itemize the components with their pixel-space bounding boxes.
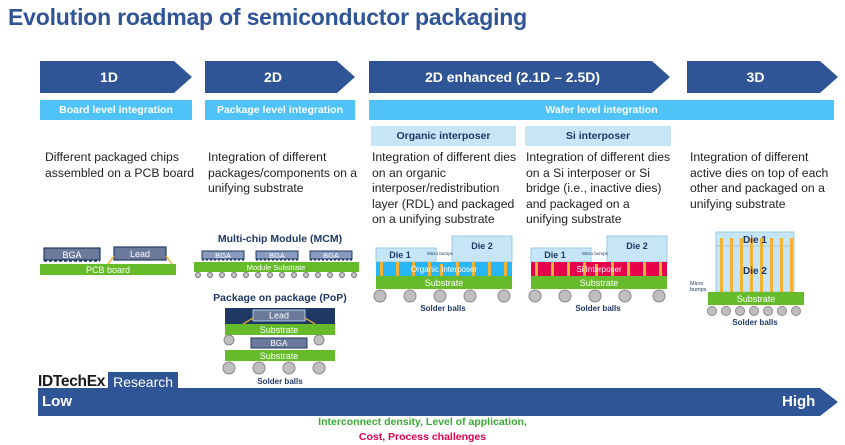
mcm-title: Multi-chip Module (MCM) [217,233,343,245]
description-2d: Integration of different packages/compon… [208,150,358,195]
organic-balls-label: Solder balls [420,304,466,313]
pcb-board [40,264,176,275]
si-interposer-bar: Si interposer [525,126,671,146]
mcm-chip-label-1: BGA [215,251,231,260]
3d-substrate [708,292,804,305]
logo-tag: Research [108,372,179,392]
board-level-bar: Board level integration [40,100,192,120]
si-die-2 [606,235,668,263]
stage-arrow-2d: 2D [205,61,355,93]
bga-label: BGA [62,250,81,260]
bga-chip [43,247,101,261]
description-1d: Different packaged chips assembled on a … [45,150,195,180]
axis-low-label: Low [42,393,72,410]
organic-interposer-bar: Organic interposer [371,126,516,146]
diagram-1d: BGA Lead PCB board [40,246,176,275]
logo-brand: IDTechEx [38,373,106,390]
3d-balls-label: Solder balls [732,318,778,327]
pop-bga-label: BGA [271,339,289,348]
si-substrate-label: Substrate [580,278,619,288]
organic-die-2 [451,235,513,263]
wafer-level-bar: Wafer level integration [369,100,834,120]
organic-substrate [376,276,512,289]
footer-line-1: Interconnect density, Level of applicati… [318,416,527,428]
pcb-label: PCB board [86,265,130,275]
description-si: Integration of different dies on a Si in… [526,150,671,226]
organic-substrate-label: Substrate [425,278,464,288]
pop-bga-chip [250,337,308,349]
pop-balls-label: Solder balls [257,377,303,386]
module-substrate [194,262,359,272]
description-3d: Integration of different active dies on … [690,150,829,211]
diagram-organic-interposer: Die 1 Die 2 Micro bumps Organic Interpos… [373,235,513,303]
diagram-si-interposer: Die 1 Die 2 Micro bumps Si Interposer Su… [528,235,668,303]
si-die-1-label: Die 1 [544,250,566,260]
si-substrate [531,276,667,289]
3d-bumps-label: Micro bumps [690,281,707,293]
organic-bumps-label: Micro bumps [427,251,454,256]
pop-substrate-label-2: Substrate [260,351,299,361]
si-interposer [531,262,667,276]
pop-substrate-label-1: Substrate [260,325,299,335]
progression-arrow [38,388,838,416]
stage-arrow-3d: 3D [687,61,838,93]
3d-die-2-label: Die 2 [743,266,767,277]
lead-label: Lead [130,249,150,259]
si-interposer-label: Si Interposer [576,265,622,274]
pop-lead-label: Lead [269,311,289,321]
idtechex-logo: IDTechEx Research [38,372,179,392]
organic-interposer-label: Organic Interposer [411,265,478,274]
organic-die-1-label: Die 1 [389,250,411,260]
page-title: Evolution roadmap of semiconductor packa… [8,4,527,30]
diagram-pop: Lead Substrate BGA Substrate [222,308,335,375]
lead-chip [113,246,167,261]
organic-interposer [376,262,512,276]
mcm-substrate-label: Module Substrate [247,263,306,272]
pop-bottom-substrate [225,350,335,361]
si-bumps-label: Micro bumps [582,251,609,256]
stage-arrow-2d-enhanced: 2D enhanced (2.1D – 2.5D) [369,61,670,93]
3d-die-1-label: Die 1 [743,235,767,246]
3d-substrate-label: Substrate [737,294,776,304]
stage-arrow-1d: 1D [40,61,192,93]
pop-top-substrate [225,324,335,335]
pop-title: Package on package (PoP) [213,292,347,304]
footer-line-2: Cost, Process challenges [358,431,487,443]
si-die-2-label: Die 2 [626,241,648,251]
mcm-chip-label-2: BGA [269,251,285,260]
axis-high-label: High [782,393,816,410]
diagram-3d: Die 1 Die 2 Substrate [707,231,804,316]
mcm-chip-label-3: BGA [323,251,339,260]
diagram-mcm: BGA BGA BGA Module Substrate [194,250,359,279]
package-level-bar: Package level integration [205,100,355,120]
organic-die-2-label: Die 2 [471,241,493,251]
si-balls-label: Solder balls [575,304,621,313]
description-organic: Integration of different dies on an orga… [372,150,517,226]
